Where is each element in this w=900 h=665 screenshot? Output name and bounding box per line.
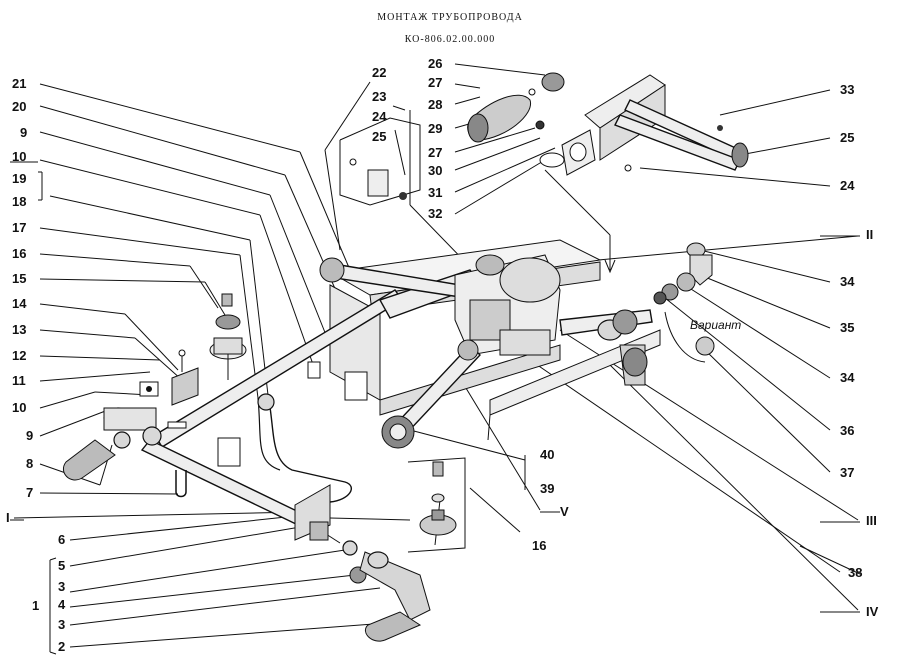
callout-34a: 34 bbox=[840, 274, 855, 289]
variant-fitting-37 bbox=[695, 336, 715, 356]
callout-38: 38 bbox=[848, 565, 863, 580]
callout-29: 29 bbox=[428, 121, 443, 136]
callout-32: 32 bbox=[428, 206, 443, 221]
callout-19: 19 bbox=[12, 171, 27, 186]
callout-2: 2 bbox=[58, 639, 66, 654]
drain-tank bbox=[294, 484, 331, 541]
callout-roman-III: III bbox=[866, 513, 877, 528]
callout-11: 11 bbox=[12, 373, 26, 388]
bottom-valve-assembly bbox=[342, 540, 431, 642]
callout-25a: 25 bbox=[372, 129, 387, 144]
callout-28: 28 bbox=[428, 97, 443, 112]
callout-39: 39 bbox=[540, 481, 555, 496]
callout-3a: 3 bbox=[58, 579, 66, 594]
exploded-duct-view bbox=[467, 72, 749, 176]
variant-label: Вариант bbox=[690, 318, 742, 332]
callout-17: 17 bbox=[12, 220, 27, 235]
callout-8: 8 bbox=[26, 456, 34, 471]
callout-roman-V: V bbox=[560, 504, 569, 519]
detail-bracket-25 bbox=[349, 158, 407, 200]
callout-20: 20 bbox=[12, 99, 27, 114]
drawing-code: КО-806.02.00.000 bbox=[404, 34, 496, 45]
fittings-34-36 bbox=[653, 242, 715, 363]
callout-40: 40 bbox=[540, 447, 555, 462]
pipe-upper-left bbox=[319, 257, 345, 283]
callout-14: 14 bbox=[12, 296, 27, 311]
callout-34b: 34 bbox=[840, 370, 855, 385]
callout-21: 21 bbox=[12, 76, 27, 91]
callout-9b: 9 bbox=[26, 428, 34, 443]
callout-roman-II: II bbox=[866, 227, 874, 242]
left-valve-assembly bbox=[62, 407, 162, 481]
callout-16b: 16 bbox=[532, 538, 547, 553]
callout-23: 23 bbox=[372, 89, 387, 104]
callout-25b: 25 bbox=[840, 130, 855, 145]
callout-36: 36 bbox=[840, 423, 855, 438]
callout-13: 13 bbox=[12, 322, 27, 337]
callout-3b: 3 bbox=[58, 617, 66, 632]
callout-35: 35 bbox=[840, 320, 855, 335]
callout-31: 31 bbox=[428, 185, 443, 200]
callout-27b: 27 bbox=[428, 145, 443, 160]
callout-30: 30 bbox=[428, 163, 443, 178]
callout-18: 18 bbox=[12, 194, 27, 209]
callout-26: 26 bbox=[428, 56, 443, 71]
callout-27a: 27 bbox=[428, 75, 443, 90]
callout-6: 6 bbox=[58, 532, 66, 547]
callout-37: 37 bbox=[840, 465, 855, 480]
clip-11 bbox=[139, 381, 159, 397]
pipe-clamps bbox=[217, 361, 368, 467]
callout-5: 5 bbox=[58, 558, 66, 573]
pipe-v bbox=[381, 339, 481, 449]
strip-10 bbox=[167, 421, 187, 429]
callout-12: 12 bbox=[12, 348, 27, 363]
callout-15: 15 bbox=[12, 271, 27, 286]
callout-22: 22 bbox=[372, 65, 387, 80]
callout-16: 16 bbox=[12, 246, 27, 261]
bracket-14 bbox=[171, 349, 199, 406]
callout-9: 9 bbox=[20, 125, 28, 140]
callout-10b: 10 bbox=[12, 400, 27, 415]
leader-lines-right bbox=[324, 63, 859, 611]
callout-10: 10 bbox=[12, 149, 27, 164]
callout-24b: 24 bbox=[840, 178, 855, 193]
callout-7: 7 bbox=[26, 485, 34, 500]
drawing-title: МОНТАЖ ТРУБОПРОВОДА bbox=[377, 12, 523, 23]
u-bolt bbox=[175, 470, 187, 498]
callout-1: 1 bbox=[32, 598, 40, 613]
central-plenum bbox=[454, 254, 561, 356]
detail-box-16 bbox=[329, 457, 466, 553]
callout-24a: 24 bbox=[372, 109, 387, 124]
callout-roman-IV: IV bbox=[866, 604, 879, 619]
detail-valve-16 bbox=[209, 293, 275, 411]
callout-4: 4 bbox=[58, 597, 66, 612]
right-valve-assembly bbox=[559, 309, 653, 386]
callout-roman-I: I bbox=[6, 510, 10, 525]
callout-33: 33 bbox=[840, 82, 855, 97]
